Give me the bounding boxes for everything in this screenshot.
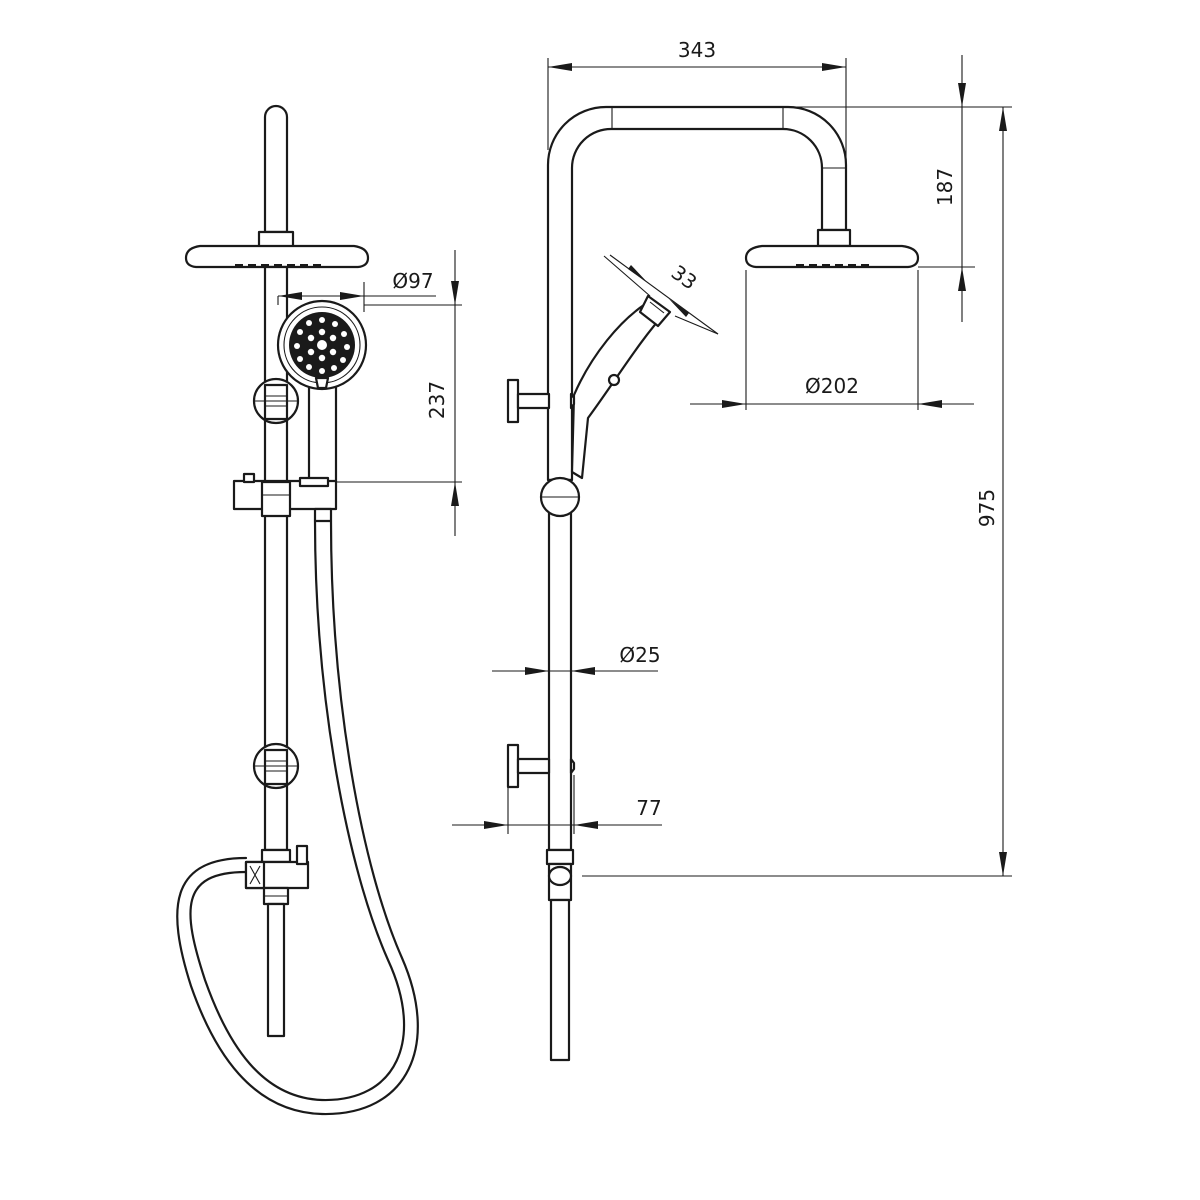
side-bottom-inlet (545, 848, 575, 1062)
dim-237: 237 (336, 250, 462, 536)
dim-label-187: 187 (933, 168, 957, 206)
side-overhead-arm (546, 105, 848, 482)
side-overhead-shower (744, 244, 920, 269)
side-overhead-nozzles (796, 264, 869, 268)
dim-label-97: Ø97 (392, 269, 433, 293)
dim-343: 343 (547, 38, 847, 165)
front-upper-wall-bracket (252, 377, 300, 425)
front-overhead-shower (184, 244, 370, 269)
front-hose (176, 519, 419, 1116)
dim-label-25: Ø25 (619, 643, 660, 667)
dim-25: Ø25 (492, 643, 661, 675)
side-main-rail (547, 478, 573, 852)
dim-label-237: 237 (425, 381, 449, 419)
side-upper-wall-bracket (506, 378, 576, 424)
dim-187: 187 (788, 55, 1012, 322)
front-diverter (244, 844, 310, 1038)
side-view (506, 105, 920, 1062)
dim-label-343: 343 (678, 38, 716, 62)
dim-label-975: 975 (975, 489, 999, 527)
side-lower-wall-bracket (506, 743, 576, 789)
dim-97: Ø97 (277, 269, 436, 312)
front-hand-shower-head (276, 299, 368, 391)
dim-label-202: Ø202 (805, 374, 859, 398)
dim-77: 77 (452, 775, 662, 834)
dim-975: 975 (582, 107, 1012, 877)
dim-label-33: 33 (667, 260, 702, 294)
front-lower-wall-bracket (252, 742, 300, 790)
dimension-lines: 343 187 975 Ø202 (277, 38, 1012, 877)
dim-202: Ø202 (690, 270, 974, 410)
side-head-connector (816, 228, 852, 248)
front-view (176, 104, 419, 1116)
side-hand-shower (570, 294, 672, 480)
front-top-tube (263, 104, 289, 234)
dim-label-77: 77 (636, 796, 661, 820)
front-sliding-holder (232, 472, 338, 523)
side-sliding-holder (539, 476, 581, 518)
